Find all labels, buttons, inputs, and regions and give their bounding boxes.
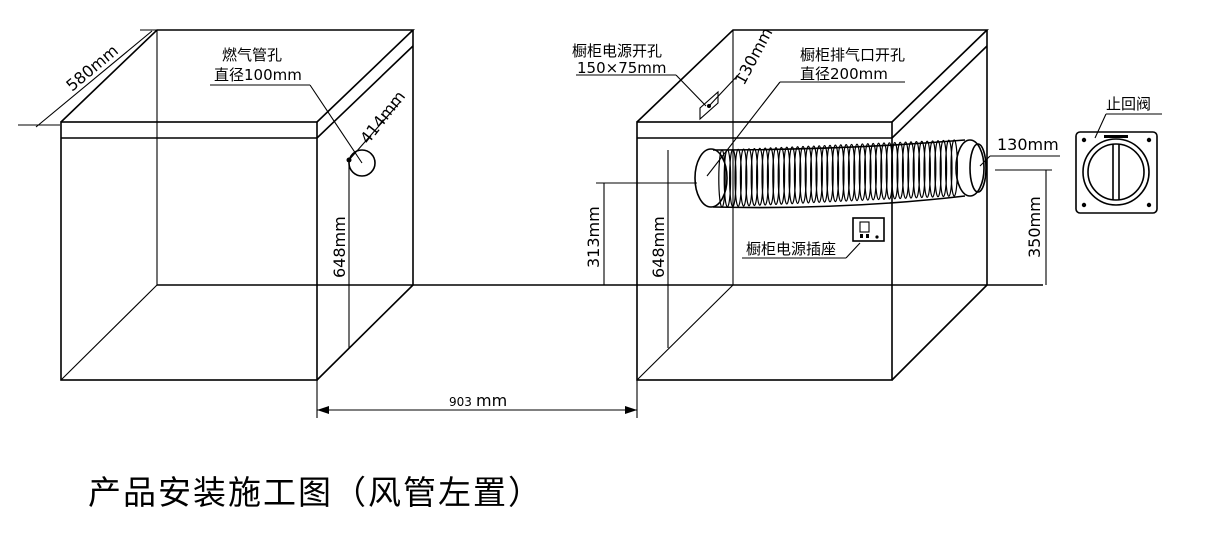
duct-rib (723, 149, 732, 208)
exhaust-diameter: 直径200mm (800, 65, 888, 83)
duct-rib (912, 141, 921, 199)
duct-rib (793, 146, 802, 205)
duct-rib (858, 143, 867, 201)
right-height-label: 648mm (649, 216, 668, 278)
depth-label: 580mm (62, 41, 121, 95)
gas-offset-label: 414mm (356, 87, 409, 147)
left-height-label: 648mm (330, 216, 349, 278)
span-unit: mm (476, 391, 507, 410)
duct-rib (766, 147, 775, 206)
duct-rib (869, 142, 878, 201)
duct-rib (885, 142, 894, 200)
duct-rib (820, 144, 829, 203)
duct-rib (950, 139, 959, 197)
duct-rib (772, 147, 780, 206)
valve-height-dimension: 350mm (995, 169, 1052, 285)
duct-rib (815, 145, 824, 203)
duct-rib (728, 148, 737, 208)
gas-hole-title: 燃气管孔 (222, 46, 282, 64)
span-number: 903 (449, 395, 472, 409)
duct-rib (842, 144, 851, 202)
duct-rib (928, 140, 937, 198)
duct-rib (739, 148, 748, 207)
duct-rib (750, 148, 759, 207)
left-height-dimension: 648mm (330, 163, 350, 348)
exhaust-hole: 橱柜排气口开孔 直径200mm (706, 46, 905, 177)
duct-rib (831, 144, 840, 203)
duct-rib (847, 143, 856, 202)
power-hole-title: 橱柜电源开孔 (572, 42, 662, 60)
left-cabinet (60, 29, 415, 381)
power-offset-label: 130mm (731, 24, 777, 87)
duct-rib (923, 140, 932, 198)
duct-rib (826, 144, 834, 203)
duct-rib (734, 148, 743, 207)
duct-rib (836, 144, 845, 202)
duct-rib (939, 139, 948, 198)
duct-rib (782, 146, 791, 205)
power-hole: 橱柜电源开孔 150×75mm (572, 42, 719, 121)
power-socket: 橱柜电源插座 (742, 217, 885, 259)
depth-dimension: 580mm (18, 29, 158, 128)
flexible-duct (694, 139, 987, 209)
duct-rib (755, 147, 764, 206)
socket-label: 橱柜电源插座 (746, 240, 836, 258)
duct-rib (761, 147, 770, 206)
duct-rib (853, 143, 861, 202)
duct-rib (804, 145, 813, 204)
duct-rib (874, 142, 883, 201)
duct-rib (907, 141, 915, 199)
gas-hole: 燃气管孔 直径100mm (210, 46, 376, 177)
inner-height-dimension: 313mm (584, 182, 697, 285)
right-height-dimension: 648mm (649, 150, 669, 348)
check-valve-label: 止回阀 (1106, 95, 1151, 113)
diagram-caption: 产品安装施工图（风管左置） (88, 473, 543, 512)
duct-rib (718, 149, 726, 208)
duct-rib (799, 145, 807, 204)
inner-height-label: 313mm (584, 206, 603, 268)
duct-rib (901, 141, 910, 199)
duct-gap-label: 130mm (997, 135, 1059, 154)
duct-rib (777, 146, 786, 205)
duct-rib (934, 140, 942, 198)
duct-rib (917, 140, 926, 199)
duct-rib (863, 143, 872, 201)
power-offset-dimension: 130mm (708, 24, 777, 107)
duct-rib (745, 148, 753, 207)
duct-rib (944, 139, 953, 197)
right-cabinet (636, 29, 989, 381)
exhaust-title: 橱柜排气口开孔 (800, 46, 905, 64)
gas-hole-diameter: 直径100mm (214, 66, 302, 84)
duct-rib (788, 146, 797, 205)
duct-rib (880, 142, 888, 200)
check-valve: 止回阀 (1075, 95, 1162, 214)
span-dimension: 903 mm (316, 380, 638, 418)
power-hole-size: 150×75mm (577, 59, 667, 77)
duct-rib (890, 141, 899, 200)
duct-rib (896, 141, 905, 200)
duct-rib (809, 145, 818, 204)
valve-height-label: 350mm (1025, 196, 1044, 258)
duct-gap-dimension: 130mm (979, 135, 1060, 167)
